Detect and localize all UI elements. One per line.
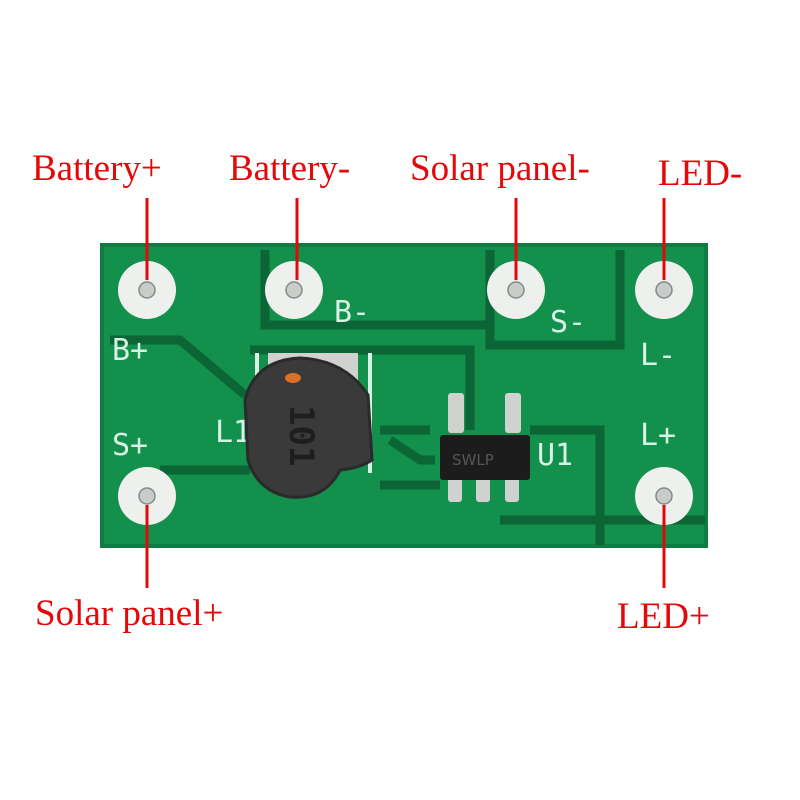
pcb-surface <box>104 247 704 544</box>
label-battery-plus: Battery+ <box>32 148 162 189</box>
inductor-l1: 101 <box>243 353 374 499</box>
label-led-plus: LED+ <box>617 596 710 637</box>
pad-led-minus <box>635 261 693 319</box>
silk-b-plus: B+ <box>112 333 148 368</box>
chip-u1: SWLP <box>440 393 530 502</box>
pad-led-plus <box>635 467 693 525</box>
inductor-marking: 101 <box>281 405 321 466</box>
silk-l-minus: L- <box>640 338 676 373</box>
label-solar-panel-minus: Solar panel- <box>410 148 590 189</box>
pad-battery-plus <box>118 261 176 319</box>
pad-solar-plus <box>118 467 176 525</box>
callout-lines <box>145 198 666 588</box>
silk-l-plus: L+ <box>640 418 676 453</box>
silk-s-plus: S+ <box>112 428 148 463</box>
silk-b-minus: B- <box>334 295 370 330</box>
label-led-minus: LED- <box>658 153 742 194</box>
label-solar-panel-plus: Solar panel+ <box>35 593 223 634</box>
chip-marking: SWLP <box>452 451 494 469</box>
label-battery-minus: Battery- <box>229 148 350 189</box>
pad-solar-minus <box>487 261 545 319</box>
pcb-traces <box>110 250 705 545</box>
silk-u1: U1 <box>537 438 573 473</box>
pad-battery-minus <box>265 261 323 319</box>
silk-s-minus: S- <box>550 305 586 340</box>
